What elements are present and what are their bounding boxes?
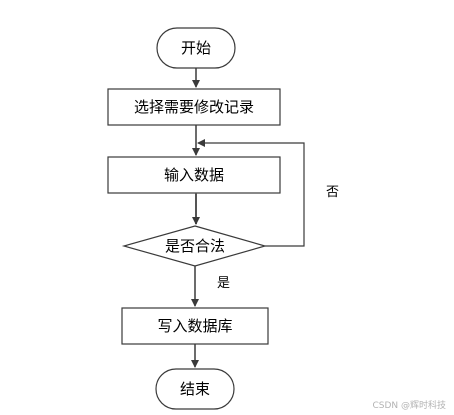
watermark: CSDN @辉时科技 (372, 399, 446, 411)
decision-label: 是否合法 (165, 237, 225, 255)
select-record-node (107, 88, 281, 126)
write-database-label: 写入数据库 (157, 317, 232, 335)
end-node (155, 368, 235, 410)
edge-yes-label: 是 (217, 276, 230, 291)
edge-no-label: 否 (326, 185, 339, 200)
select-record-label: 选择需要修改记录 (134, 98, 254, 116)
input-data-label: 输入数据 (164, 166, 224, 184)
end-node-label: 结束 (180, 380, 210, 398)
edge-decision-no-loop (197, 139, 305, 247)
start-node-label: 开始 (181, 39, 211, 57)
input-data-node (107, 156, 281, 194)
